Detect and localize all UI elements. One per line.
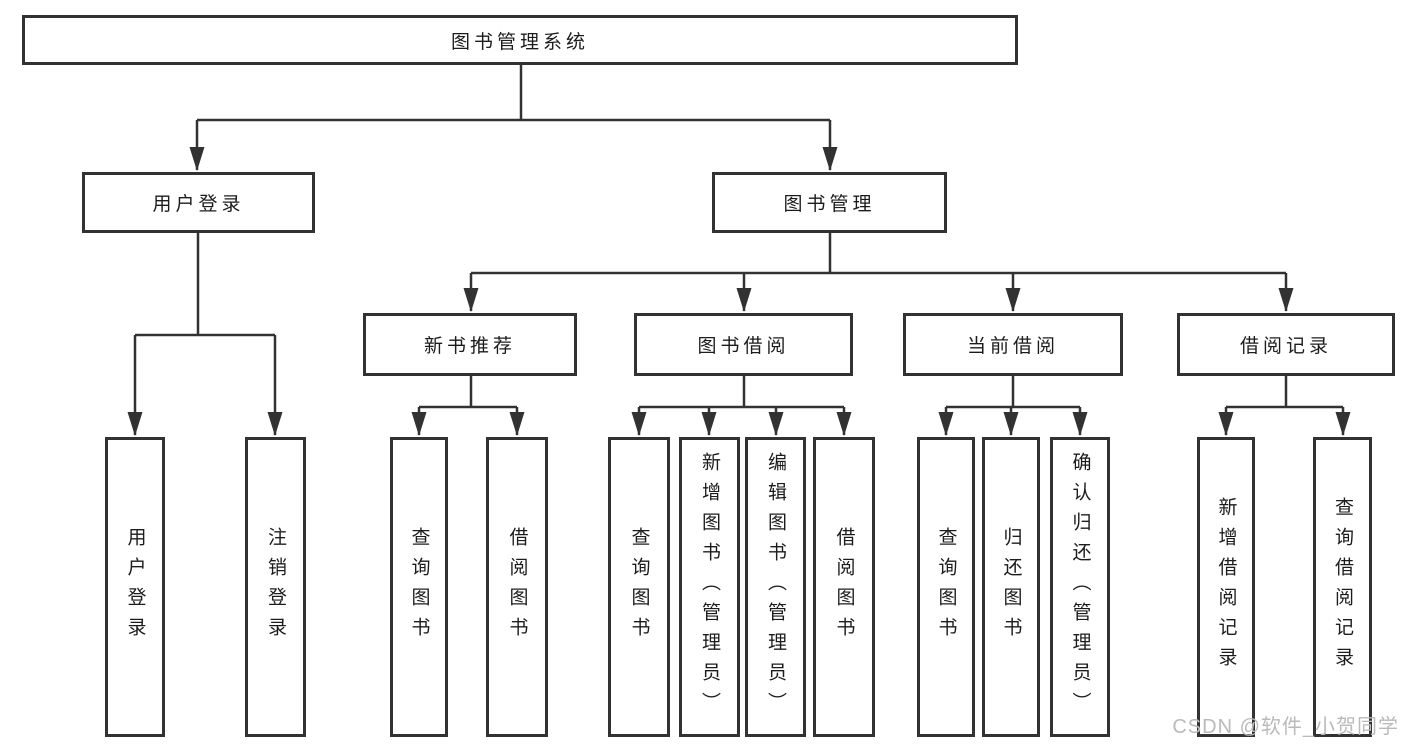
node-borrow-books: 借阅图书: [813, 437, 875, 737]
node-return-books: 归还图书: [982, 437, 1040, 737]
node-add-books-admin: 新增图书（管理员）: [679, 437, 740, 737]
node-label: 注销登录: [265, 527, 286, 647]
node-user-login-leaf: 用户登录: [105, 437, 165, 737]
node-label: 借阅图书: [506, 527, 528, 647]
node-label: 借阅图书: [833, 527, 855, 647]
node-label: 查询借阅记录: [1332, 497, 1353, 677]
node-label: 用户登录: [124, 527, 146, 647]
node-book-management: 图书管理: [712, 172, 947, 233]
node-label: 图书借阅: [697, 336, 790, 357]
node-logout: 注销登录: [245, 437, 306, 737]
node-label: 查询图书: [628, 527, 650, 647]
node-add-borrow-record: 新增借阅记录: [1197, 437, 1255, 737]
node-borrowing-records: 借阅记录: [1177, 313, 1395, 376]
node-label: 查询图书: [408, 527, 430, 647]
node-label: 归还图书: [1000, 527, 1022, 647]
node-label: 当前借阅: [966, 336, 1059, 357]
node-label: 图书管理: [783, 194, 876, 215]
node-new-book-recommendation: 新书推荐: [363, 313, 577, 376]
watermark: CSDN @软件_小贺同学: [1172, 716, 1399, 738]
node-query-borrow-record: 查询借阅记录: [1313, 437, 1372, 737]
node-edit-books-admin: 编辑图书（管理员）: [745, 437, 806, 737]
node-label: 借阅记录: [1239, 336, 1332, 357]
node-user-login: 用户登录: [82, 172, 315, 233]
node-current-borrowing: 当前借阅: [903, 313, 1123, 376]
node-label: 确认归还（管理员）: [1069, 452, 1091, 722]
node-confirm-return-admin: 确认归还（管理员）: [1050, 437, 1110, 737]
node-label: 新增图书（管理员）: [699, 452, 720, 722]
node-query-books-borrow: 查询图书: [608, 437, 670, 737]
node-query-books-current: 查询图书: [917, 437, 975, 737]
node-book-borrowing: 图书借阅: [634, 313, 853, 376]
node-borrow-books-recommend: 借阅图书: [486, 437, 548, 737]
node-library-management-system: 图书管理系统: [22, 15, 1018, 65]
node-query-books-recommend: 查询图书: [390, 437, 448, 737]
node-label: 查询图书: [935, 527, 957, 647]
node-label: 图书管理系统: [450, 31, 589, 53]
node-label: 新增借阅记录: [1215, 497, 1237, 677]
node-label: 编辑图书（管理员）: [765, 452, 786, 722]
node-label: 用户登录: [152, 194, 245, 215]
node-label: 新书推荐: [423, 336, 516, 357]
